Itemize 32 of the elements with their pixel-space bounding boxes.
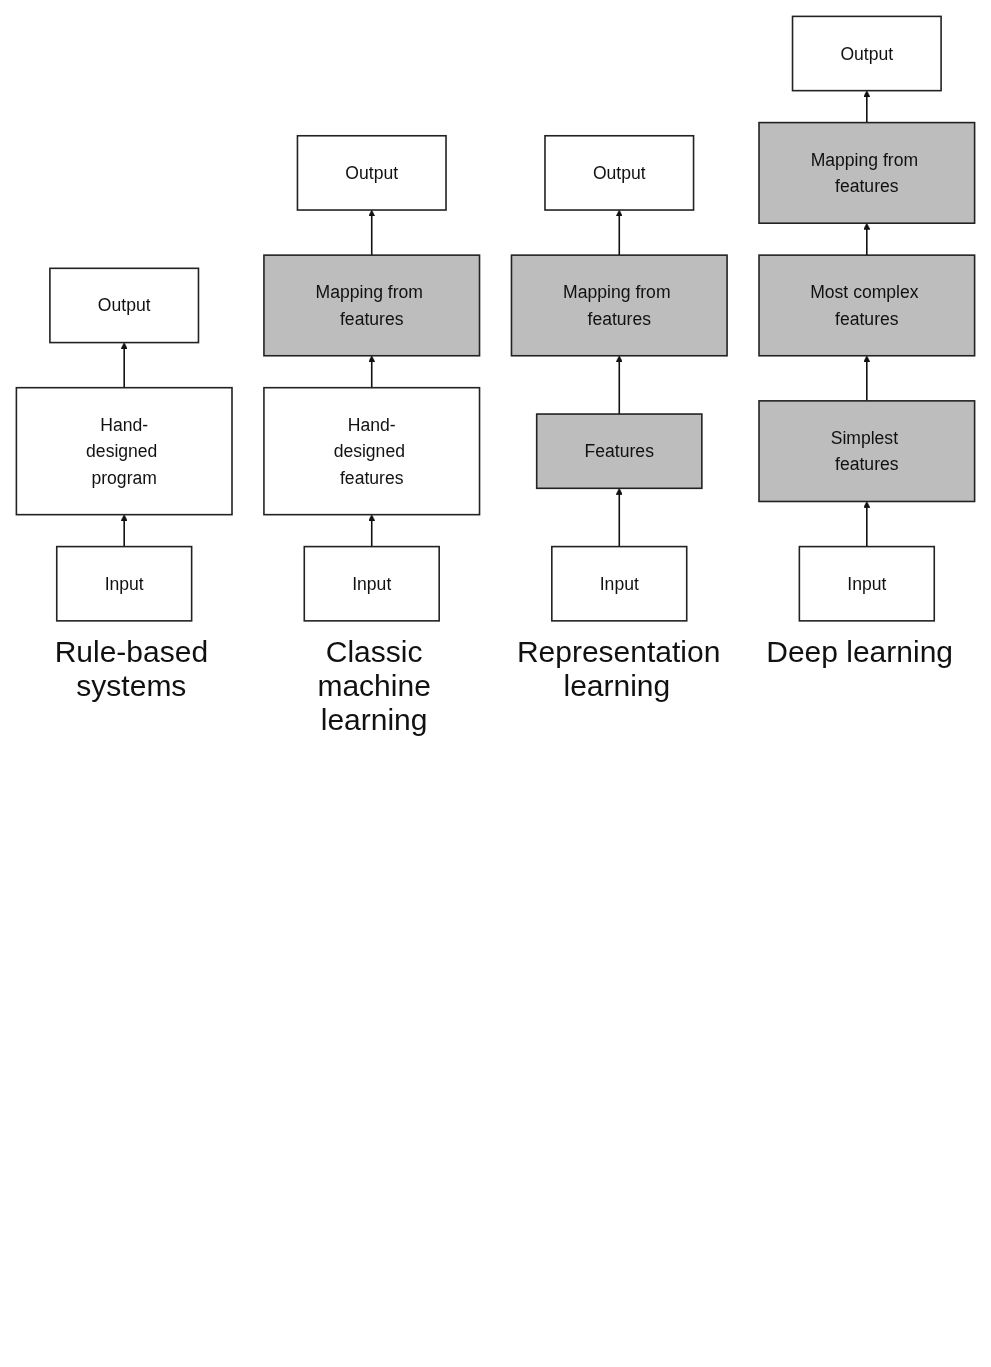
- arrow: [863, 501, 871, 548]
- arrow: [368, 209, 376, 256]
- node-box: Output: [49, 267, 200, 344]
- node-box: Hand-designed program: [15, 386, 233, 516]
- arrow: [615, 209, 623, 256]
- arrow: [368, 355, 376, 389]
- arrow: [368, 514, 376, 548]
- column-caption: Deep learning: [765, 635, 954, 671]
- node-box: Output: [544, 134, 695, 211]
- node-box: Input: [551, 545, 688, 622]
- arrow: [863, 355, 871, 402]
- column-caption: Rule-based systems: [53, 635, 210, 705]
- node-box: Input: [303, 545, 440, 622]
- column-caption: Representation learning: [516, 635, 717, 705]
- node-box: Most complex features: [758, 254, 976, 357]
- node-box: Input: [55, 545, 193, 622]
- node-box: Output: [791, 15, 942, 92]
- node-box: Mapping from features: [263, 254, 481, 357]
- arrow: [863, 222, 871, 256]
- arrow: [615, 488, 623, 548]
- column-caption: Classic machine learning: [316, 635, 432, 738]
- node-box: Hand-designed features: [263, 386, 481, 516]
- node-box: Mapping from features: [510, 254, 728, 357]
- arrow: [863, 90, 871, 124]
- arrow: [120, 342, 128, 389]
- node-box: Mapping from features: [758, 121, 976, 224]
- node-box: Simplest features: [758, 400, 976, 503]
- node-box: Input: [798, 545, 936, 622]
- arrow: [120, 514, 128, 548]
- node-box: Features: [535, 413, 703, 490]
- arrow: [615, 355, 623, 415]
- node-box: Output: [296, 134, 447, 211]
